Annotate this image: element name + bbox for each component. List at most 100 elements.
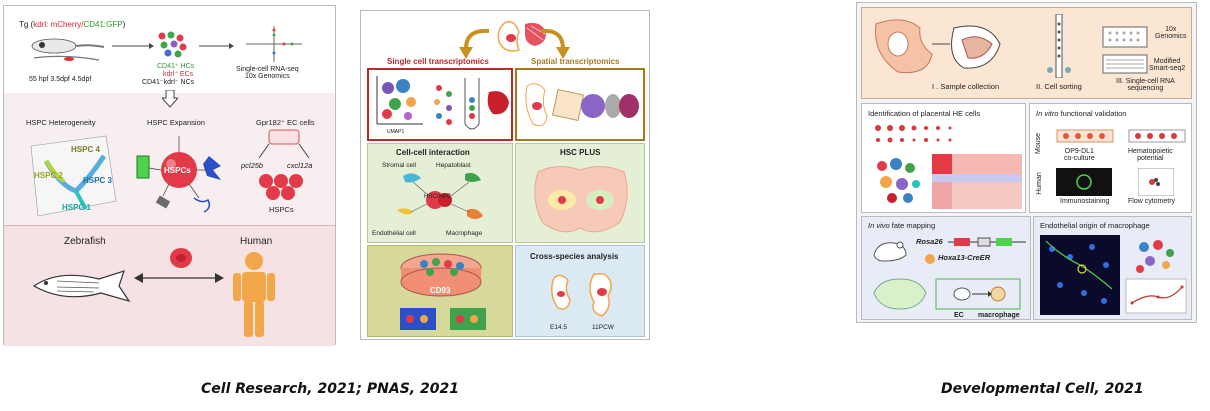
spatial-box bbox=[515, 68, 645, 141]
sample-collection-label: I . Sample collection bbox=[932, 82, 1000, 91]
placenta-lineage-icon bbox=[873, 278, 1021, 310]
placental-he-header: Identification of placental HE cells bbox=[868, 109, 981, 118]
immunostaining-label: Immunostaining bbox=[1060, 198, 1110, 205]
smartseq-plate-icon bbox=[1102, 54, 1148, 74]
invitro-header: In vitro functional validation bbox=[1036, 109, 1127, 118]
endothelial-origin-header: Endothelial origin of macrophage bbox=[1040, 221, 1150, 230]
zebrafish-icon bbox=[32, 270, 131, 303]
embryos-compare-icon bbox=[551, 273, 612, 317]
liver-icon bbox=[487, 91, 509, 115]
hsc-plus-header: HSC PLUS bbox=[560, 148, 601, 157]
mouse-side-label: Mouse bbox=[1035, 132, 1043, 155]
umap-lineage-plot bbox=[1125, 240, 1187, 314]
hspc-niche-diagram bbox=[136, 136, 221, 213]
invitro-section: In vitro functional validation Mouse Hum… bbox=[1029, 103, 1192, 213]
hsc-hpc-label: HSC/HPC bbox=[424, 194, 452, 200]
flow-label: Flow cytometry bbox=[1128, 198, 1176, 205]
placental-he-section: Identification of placental HE cells bbox=[861, 103, 1026, 213]
single-cell-box: UMAP1 bbox=[367, 68, 513, 141]
arrow-bidirectional-icon bbox=[134, 273, 224, 283]
kdrl-ecs-label: kdrl⁺ ECs bbox=[163, 71, 194, 78]
ec-label: EC bbox=[954, 312, 964, 319]
ec-signal-arrows bbox=[258, 129, 310, 159]
panel-human-fetal-study: Single cell transcriptomics Spatial tran… bbox=[360, 10, 650, 340]
macrophage-lineage-label: macrophage bbox=[978, 312, 1020, 319]
umap-axis-label: UMAP1 bbox=[387, 129, 405, 135]
mouse-icon bbox=[873, 241, 907, 262]
transgenic-line-label: Tg (kdrl: mCherry/CD41:GFP) bbox=[19, 20, 126, 29]
hepatoblast-label: Hepatoblast bbox=[436, 162, 471, 169]
single-cell-header: Single cell transcriptomics bbox=[387, 57, 489, 66]
arrow-down-icon bbox=[162, 90, 178, 108]
caption-right: Developmental Cell, 2021 bbox=[941, 381, 1144, 397]
hemato-dish-icon bbox=[1128, 129, 1186, 143]
human-figure-icon bbox=[233, 252, 275, 337]
invivo-header: In vivo fate mapping bbox=[868, 221, 936, 230]
fluorescence-image bbox=[1040, 235, 1120, 315]
cd41-hcs-label: CD41⁺ HCs bbox=[157, 63, 195, 70]
op9-culture-icon bbox=[1056, 129, 1114, 143]
sequencing-chip-icon bbox=[246, 26, 302, 62]
hoxa13-label: Hoxa13-CreER bbox=[938, 253, 991, 262]
cross-species-box: Cross-species analysis E14.5 11PCW bbox=[515, 245, 645, 337]
plate-icon bbox=[1102, 26, 1148, 48]
blood-cell-icon bbox=[170, 248, 192, 268]
cd93-label: CD93 bbox=[430, 286, 451, 295]
placenta-sample-icon bbox=[874, 19, 1001, 74]
e145-label: E14.5 bbox=[550, 324, 567, 331]
interaction-network bbox=[397, 172, 483, 219]
zebrafish-larva-icon bbox=[31, 38, 105, 61]
macrophage-label: Macrophage bbox=[446, 230, 483, 237]
human-label: Human bbox=[240, 236, 273, 247]
cell-sorting-label: II. Cell sorting bbox=[1036, 82, 1082, 91]
rosa26-label: Rosa26 bbox=[916, 237, 943, 246]
cell-types-dots bbox=[434, 85, 452, 125]
cross-species-header: Cross-species analysis bbox=[530, 252, 619, 261]
hspc2-label: HSPC 2 bbox=[34, 171, 63, 180]
human-side-label: Human bbox=[1035, 172, 1043, 195]
spatial-workflow bbox=[525, 83, 639, 127]
zebrafish-label: Zebrafish bbox=[64, 236, 106, 247]
cxcl12a-label: cxcl12a bbox=[287, 161, 313, 170]
tube-icon bbox=[464, 78, 480, 130]
embryo-icon bbox=[497, 20, 546, 52]
gpr182-ec-label: Gpr182⁺ EC cells bbox=[256, 118, 315, 127]
hspc3-label: HSPC 3 bbox=[83, 176, 112, 185]
cd41-kdrl-ncs-label: CD41⁻kdrl⁻ NCs bbox=[142, 79, 195, 86]
hspc-heterogeneity-label: HSPC Heterogeneity bbox=[26, 118, 96, 127]
panel-placental-study: I . Sample collection II. Cell sorting 1… bbox=[856, 2, 1197, 323]
cell-sorting-icon bbox=[1047, 14, 1071, 78]
cd93-box: CD93 bbox=[367, 245, 513, 337]
pcw-label: 11PCW bbox=[592, 324, 614, 331]
dot-plot bbox=[875, 125, 952, 143]
curved-arrows-icon bbox=[459, 28, 570, 59]
workflow-arrows bbox=[112, 43, 234, 49]
hspcs-center-label: HSPCs bbox=[164, 166, 191, 175]
flow-plot bbox=[1138, 168, 1174, 196]
hspcs-cluster-icon bbox=[259, 174, 303, 200]
timepoints-label: 55 hpf 3.5dpf 4.5dpf bbox=[29, 76, 92, 83]
cell-cell-box: Cell-cell interaction Stromal cell Hepat… bbox=[367, 143, 513, 243]
construct-icon bbox=[948, 237, 1026, 247]
endothelial-origin-section: Endothelial origin of macrophage bbox=[1033, 216, 1192, 320]
hspc-trajectory-plot bbox=[30, 135, 117, 217]
umap-plot bbox=[376, 76, 423, 125]
spatial-header: Spatial transcriptomics bbox=[531, 57, 620, 66]
hspc1-label: HSPC 1 bbox=[62, 203, 91, 212]
cell-cell-header: Cell-cell interaction bbox=[396, 148, 470, 157]
dish-icon bbox=[400, 253, 482, 297]
wells-icon bbox=[400, 308, 486, 330]
pcl25b-label: pcl25b bbox=[241, 161, 264, 170]
hsc-plus-box: HSC PLUS bbox=[515, 143, 645, 243]
immunostaining-image bbox=[1056, 168, 1112, 196]
heatmap-plot bbox=[932, 154, 1022, 209]
endothelial-label: Endothelial cell bbox=[372, 230, 416, 237]
stromal-label: Stromal cell bbox=[382, 162, 416, 169]
sorted-cells-cluster bbox=[158, 31, 187, 58]
workflow-section: I . Sample collection II. Cell sorting 1… bbox=[861, 7, 1192, 99]
